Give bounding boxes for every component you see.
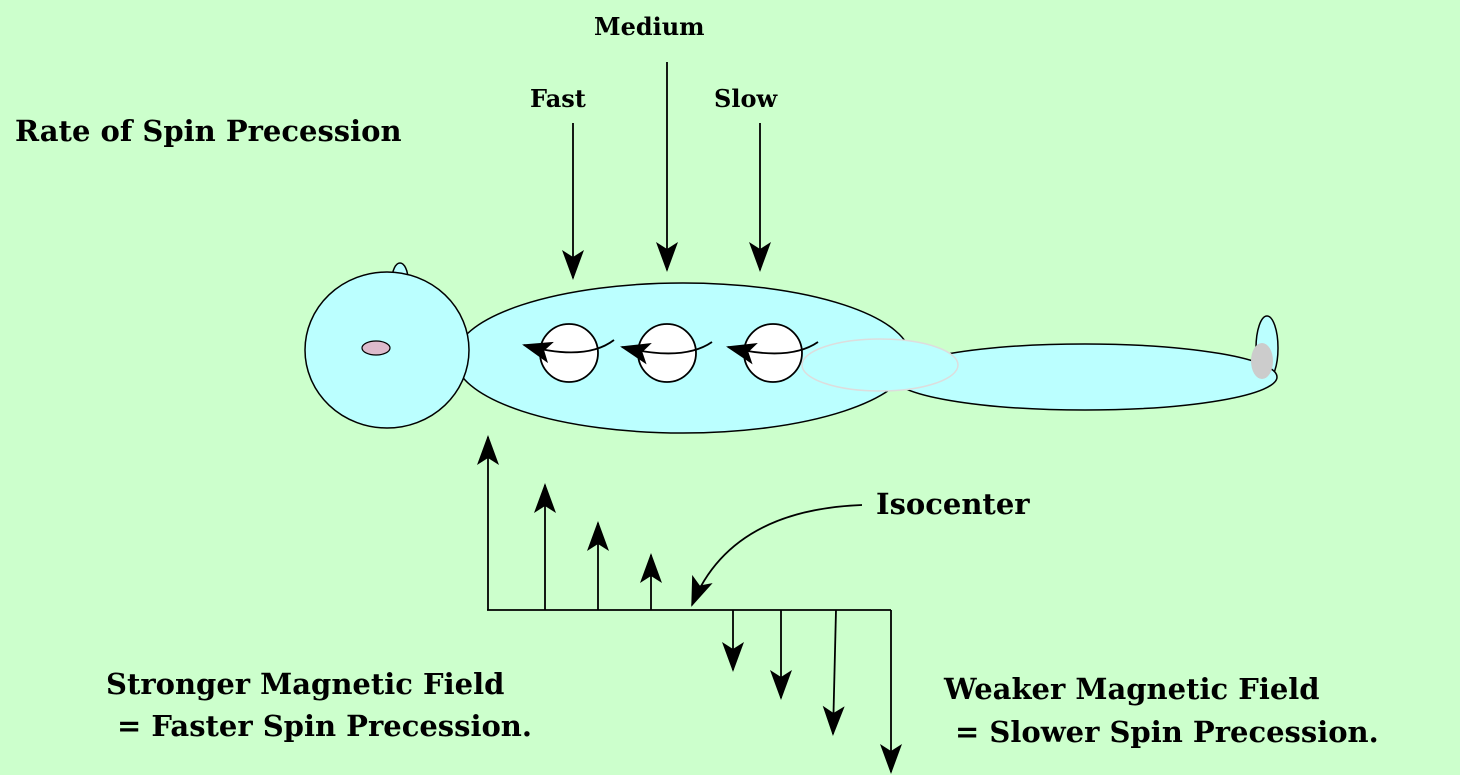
patient-eye: [362, 341, 390, 355]
patient-toe: [1251, 343, 1273, 379]
stronger-field-line2: = Faster Spin Precession.: [117, 712, 532, 741]
slow-label: Slow: [714, 87, 777, 111]
field-gradient: [487, 437, 891, 772]
fast-label: Fast: [530, 87, 586, 111]
isocenter-pointer: [692, 505, 862, 605]
patient-thigh: [802, 339, 958, 391]
stronger-field-line1: Stronger Magnetic Field: [106, 670, 504, 699]
diagram-title: Rate of Spin Precession: [15, 117, 402, 146]
weaker-field-line1: Weaker Magnetic Field: [944, 675, 1320, 704]
medium-label: Medium: [594, 15, 705, 39]
proton-spins: [524, 324, 818, 382]
field-down-arrow: [833, 610, 836, 734]
weaker-field-line2: = Slower Spin Precession.: [955, 718, 1379, 747]
isocenter-label: Isocenter: [876, 490, 1030, 519]
